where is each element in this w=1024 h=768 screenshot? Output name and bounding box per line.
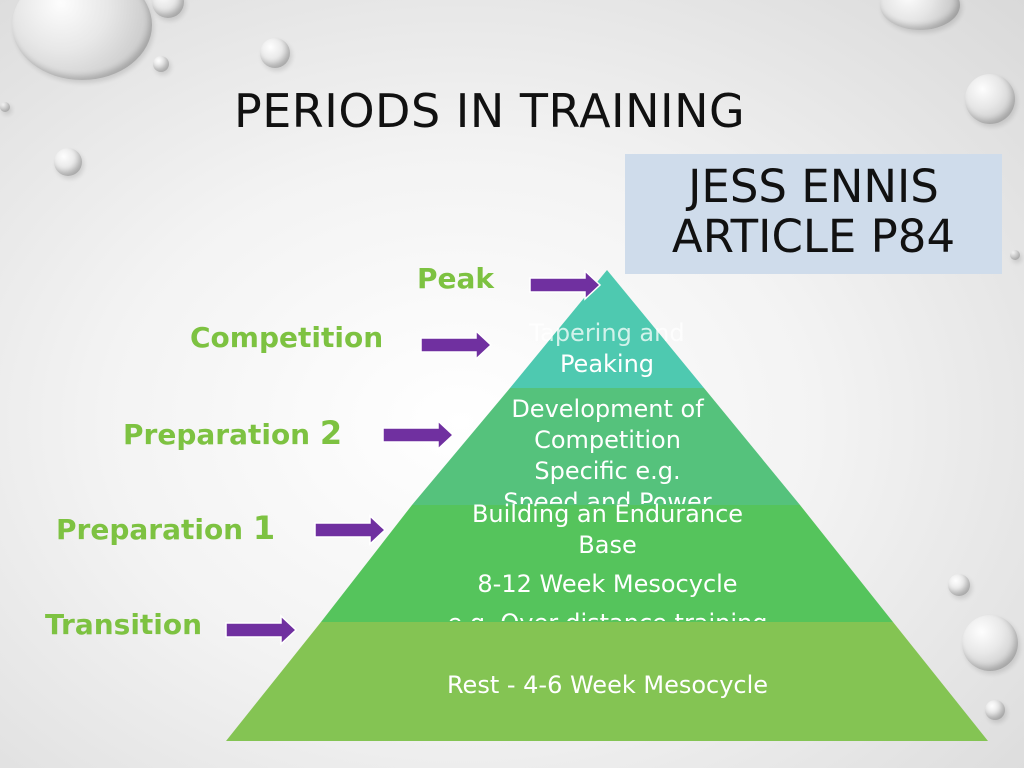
phase-name: Preparation xyxy=(56,513,244,546)
pyramid-tier-peaking xyxy=(510,270,704,388)
water-droplet xyxy=(153,56,169,72)
phase-label-competition: Competition xyxy=(190,321,384,354)
water-droplet xyxy=(152,0,184,18)
arrow-preparation-1 xyxy=(314,514,387,546)
tier-line: Peaking xyxy=(559,350,655,378)
water-droplet xyxy=(1010,250,1020,260)
tier-line: Development of xyxy=(511,395,704,423)
arrow-competition xyxy=(420,329,493,361)
phase-label-preparation-2: Preparation 2 xyxy=(123,414,342,452)
tier-line: Competition xyxy=(534,426,681,454)
pyramid-tier-endurance xyxy=(321,505,893,622)
phase-number: 1 xyxy=(252,509,276,547)
water-droplet xyxy=(962,615,1018,671)
article-callout: JESS ENNIS ARTICLE P84 xyxy=(625,154,1002,274)
arrow-preparation-2 xyxy=(382,419,455,451)
phase-label-preparation-1: Preparation 1 xyxy=(56,509,275,547)
tier-line: e.g. Over-distance training xyxy=(400,608,815,621)
tier-text-development: Development of Competition Specific e.g.… xyxy=(470,394,745,504)
water-droplet xyxy=(260,38,290,68)
tier-line: Base xyxy=(578,531,637,559)
pyramid-tier-rest xyxy=(226,622,988,741)
pyramid-tier-development xyxy=(412,388,800,505)
phase-label-peak: Peak xyxy=(417,262,495,295)
tier-line: Tapering and xyxy=(529,319,685,347)
arrow-transition xyxy=(225,614,298,646)
page-title: PERIODS IN TRAINING xyxy=(234,84,746,138)
tier-text-rest: Rest - 4-6 Week Mesocycle xyxy=(380,670,835,704)
callout-line: JESS ENNIS xyxy=(688,160,939,213)
tier-line: 8-12 Week Mesocycle xyxy=(477,570,738,598)
tier-text-endurance: Building an Endurance Base 8-12 Week Mes… xyxy=(400,499,815,621)
tier-text-peaking: Tapering and Peaking xyxy=(507,318,707,384)
water-droplet xyxy=(54,148,82,176)
tier-line: Speed and Power xyxy=(503,488,712,504)
water-droplet xyxy=(985,700,1005,720)
phase-number: 2 xyxy=(319,414,343,452)
tier-line: Building an Endurance xyxy=(471,500,744,528)
callout-line: ARTICLE P84 xyxy=(671,210,956,263)
tier-line: Rest - 4-6 Week Mesocycle xyxy=(446,671,769,699)
water-droplet xyxy=(0,102,10,112)
water-droplet xyxy=(965,74,1015,124)
tier-line: Specific e.g. xyxy=(534,457,681,485)
water-droplet xyxy=(948,574,970,596)
phase-name: Preparation xyxy=(123,418,311,451)
phase-label-transition: Transition xyxy=(45,608,203,641)
arrow-peak xyxy=(529,269,602,301)
